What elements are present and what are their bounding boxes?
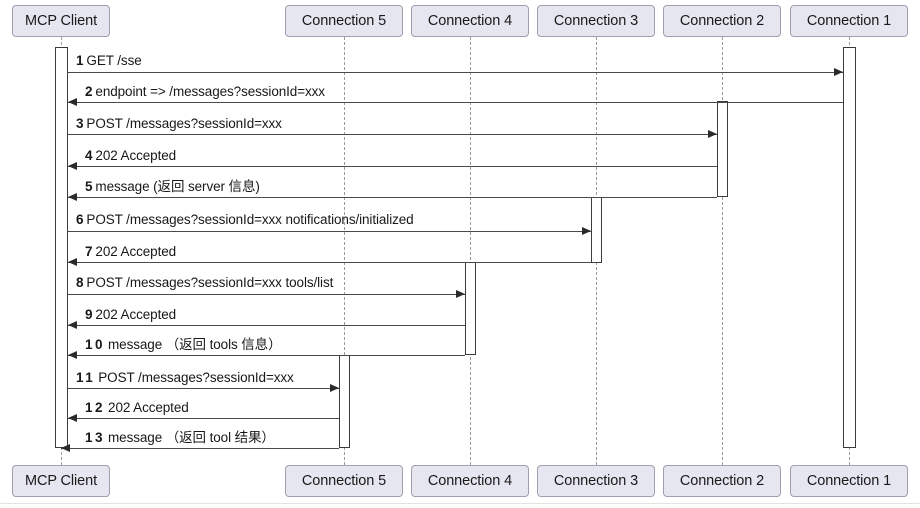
header-participant-connection-5[interactable]: Connection 5 (285, 5, 403, 37)
message-text-10: message （返回 tools 信息） (108, 337, 282, 352)
footer-participant-connection-5[interactable]: Connection 5 (285, 465, 403, 497)
message-text-13: message （返回 tool 结果） (108, 430, 275, 445)
message-text-11: POST /messages?sessionId=xxx (98, 370, 294, 385)
arrow-head-10 (68, 351, 77, 359)
participant-label: Connection 2 (679, 472, 765, 489)
message-text-2: endpoint => /messages?sessionId=xxx (95, 84, 325, 99)
participant-label: MCP Client (24, 12, 98, 29)
message-line-9 (68, 325, 465, 326)
header-participant-connection-2[interactable]: Connection 2 (663, 5, 781, 37)
activation-bar-connection-5 (339, 355, 350, 448)
message-line-2 (68, 102, 843, 103)
message-seq-8: 8 (76, 275, 84, 290)
message-seq-5: 5 (85, 179, 93, 194)
participant-label: Connection 1 (806, 12, 892, 29)
participant-label: Connection 5 (301, 12, 387, 29)
message-line-3 (68, 134, 717, 135)
header-participant-connection-4[interactable]: Connection 4 (411, 5, 529, 37)
participant-label: Connection 2 (679, 12, 765, 29)
bottom-divider (0, 503, 920, 504)
message-line-7 (68, 262, 591, 263)
activation-bar-mcp-client (55, 47, 68, 448)
message-text-7: 202 Accepted (95, 244, 177, 259)
participant-label: Connection 4 (427, 472, 513, 489)
header-participant-connection-1[interactable]: Connection 1 (790, 5, 908, 37)
message-seq-7: 7 (85, 244, 93, 259)
message-line-4 (68, 166, 717, 167)
message-line-8 (68, 294, 465, 295)
message-text-6: POST /messages?sessionId=xxx notificatio… (86, 212, 414, 227)
arrow-head-7 (68, 258, 77, 266)
message-line-11 (68, 388, 339, 389)
activation-bar-connection-2 (717, 101, 728, 197)
arrow-head-12 (68, 414, 77, 422)
activation-bar-connection-1 (843, 47, 856, 448)
header-participant-connection-3[interactable]: Connection 3 (537, 5, 655, 37)
message-text-4: 202 Accepted (95, 148, 177, 163)
participant-label: Connection 3 (553, 12, 639, 29)
footer-participant-connection-3[interactable]: Connection 3 (537, 465, 655, 497)
lifeline-connection-5 (344, 37, 345, 465)
message-seq-11: 11 (76, 370, 96, 385)
message-text-8: POST /messages?sessionId=xxx tools/list (86, 275, 334, 290)
message-text-12: 202 Accepted (108, 400, 189, 415)
arrow-head-6 (582, 227, 591, 235)
participant-label: MCP Client (24, 472, 98, 489)
header-participant-mcp-client[interactable]: MCP Client (12, 5, 110, 37)
participant-label: Connection 5 (301, 472, 387, 489)
arrow-head-2 (68, 98, 77, 106)
message-line-5 (68, 197, 717, 198)
footer-participant-mcp-client[interactable]: MCP Client (12, 465, 110, 497)
arrow-head-11 (330, 384, 339, 392)
message-text-5: message (返回 server 信息) (95, 179, 260, 194)
activation-bar-connection-4 (465, 262, 476, 355)
arrow-head-13 (61, 444, 70, 452)
message-seq-1: 1 (76, 53, 84, 68)
activation-bar-connection-3 (591, 197, 602, 263)
lifeline-connection-2 (722, 37, 723, 465)
footer-participant-connection-2[interactable]: Connection 2 (663, 465, 781, 497)
message-line-12 (68, 418, 339, 419)
arrow-head-5 (68, 193, 77, 201)
arrow-head-3 (708, 130, 717, 138)
participant-label: Connection 3 (553, 472, 639, 489)
message-seq-12: 12 (85, 400, 106, 415)
footer-participant-connection-4[interactable]: Connection 4 (411, 465, 529, 497)
message-seq-9: 9 (85, 307, 93, 322)
arrow-head-9 (68, 321, 77, 329)
message-seq-2: 2 (85, 84, 93, 99)
arrow-head-4 (68, 162, 77, 170)
message-text-9: 202 Accepted (95, 307, 177, 322)
message-line-10 (68, 355, 465, 356)
message-text-1: GET /sse (86, 53, 142, 68)
message-seq-4: 4 (85, 148, 93, 163)
message-text-3: POST /messages?sessionId=xxx (86, 116, 282, 131)
arrow-head-1 (834, 68, 843, 76)
footer-participant-connection-1[interactable]: Connection 1 (790, 465, 908, 497)
message-line-1 (68, 72, 843, 73)
participant-label: Connection 4 (427, 12, 513, 29)
participant-label: Connection 1 (806, 472, 892, 489)
arrow-head-8 (456, 290, 465, 298)
message-line-13 (61, 448, 339, 449)
message-seq-3: 3 (76, 116, 84, 131)
message-seq-13: 13 (85, 430, 106, 445)
message-line-6 (68, 231, 591, 232)
message-seq-10: 10 (85, 337, 106, 352)
message-seq-6: 6 (76, 212, 84, 227)
lifeline-connection-4 (470, 37, 471, 465)
